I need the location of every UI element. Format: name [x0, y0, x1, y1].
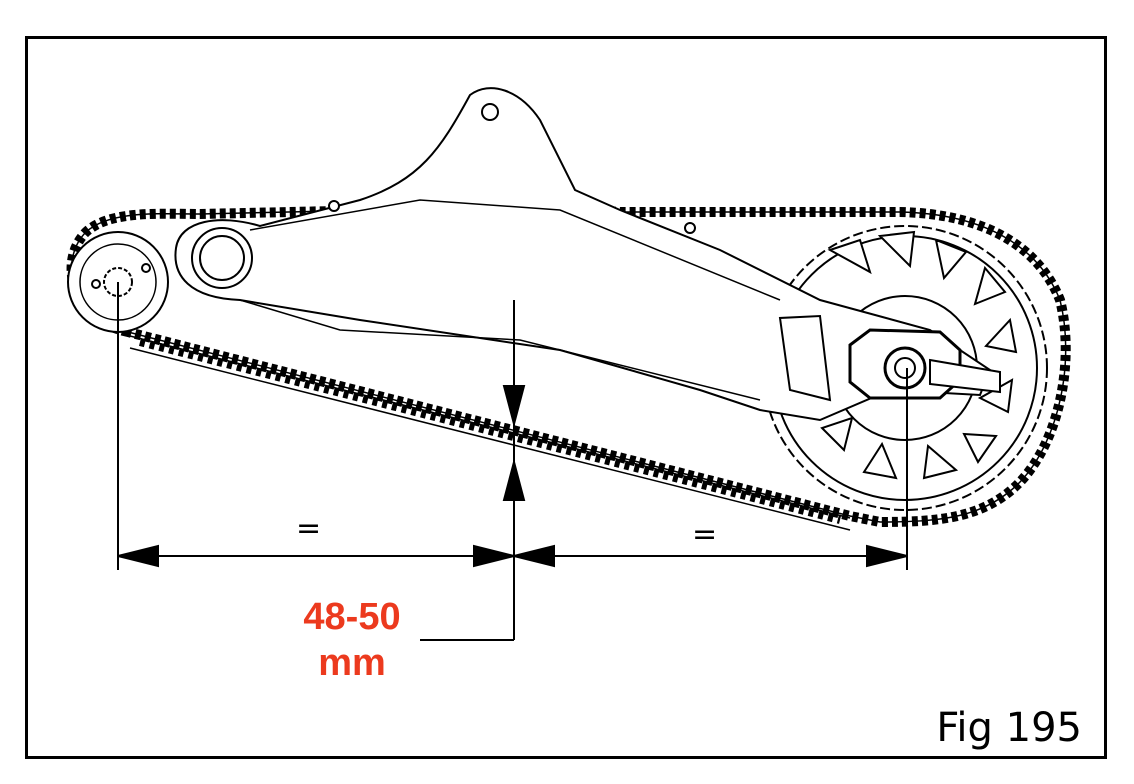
dimension-lines	[117, 282, 908, 641]
chain-slack-measurement: 48-50 mm	[282, 594, 422, 686]
drive-chain	[66, 202, 1071, 531]
measurement-unit: mm	[318, 642, 386, 684]
equal-sign-left: =	[296, 511, 322, 546]
figure-label: Fig 195	[936, 705, 1082, 751]
swingarm	[174, 87, 1001, 422]
measurement-value: 48-50	[303, 596, 401, 638]
equal-sign-right: =	[692, 517, 718, 552]
figure-frame	[25, 36, 1107, 759]
